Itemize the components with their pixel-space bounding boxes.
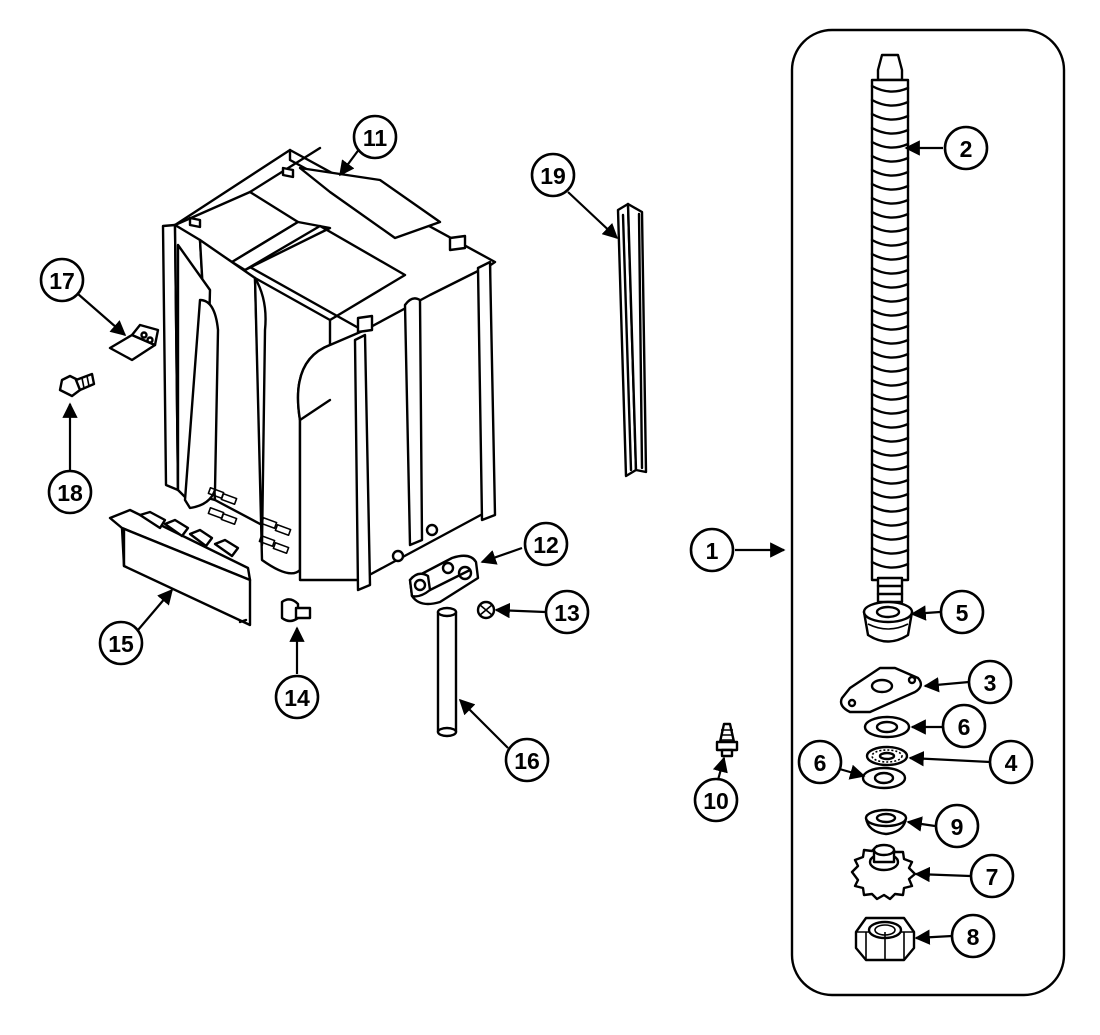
svg-text:15: 15 [108,631,134,657]
callout-19: 19 [530,152,576,198]
bearing-part [862,600,914,643]
callout-18: 18 [47,469,93,515]
callout-14: 14 [274,674,320,720]
drive-rod [436,606,458,738]
leader-lines [62,140,991,945]
svg-text:4: 4 [1005,750,1018,776]
callout-8: 8 [950,913,996,959]
screw-eighteen [58,372,96,398]
bracket-plate [839,666,923,714]
svg-text:6: 6 [958,714,971,740]
callout-17: 17 [39,257,85,303]
cup-spacer [864,808,908,836]
callout-3: 3 [967,659,1013,705]
callout-11: 11 [352,114,398,160]
callout-6-lower: 6 [797,739,843,785]
callout-6-upper: 6 [941,703,987,749]
screw-fourteen [280,598,312,623]
auger-housing [161,146,497,592]
svg-text:10: 10 [703,788,729,814]
svg-text:9: 9 [951,814,964,840]
callout-2: 2 [943,125,989,171]
hex-nut [854,916,916,962]
callout-15: 15 [98,620,144,666]
svg-text:6: 6 [814,750,827,776]
svg-text:8: 8 [967,924,980,950]
callout-5: 5 [939,589,985,635]
auger-assembly-frame [790,28,1066,997]
callout-10: 10 [693,777,739,823]
auger-shaft [870,53,910,604]
screw-ten [715,722,739,758]
callout-4: 4 [988,739,1034,785]
svg-text:18: 18 [57,480,83,506]
sprocket-gear [850,843,917,901]
thrust-bearing [865,745,909,767]
small-nut [476,600,496,620]
callout-1: 1 [689,527,735,573]
svg-text:7: 7 [986,864,999,890]
svg-text:2: 2 [960,136,973,162]
callout-13: 13 [544,589,590,635]
channel-bracket [108,508,252,627]
svg-text:19: 19 [540,163,566,189]
seal-strip [616,202,648,478]
coupling-block [408,554,480,606]
callout-7: 7 [969,853,1015,899]
svg-text:13: 13 [554,600,580,626]
svg-text:5: 5 [956,600,969,626]
washer-upper [863,715,911,739]
callout-9: 9 [934,803,980,849]
svg-text:3: 3 [984,670,997,696]
callout-16: 16 [504,737,550,783]
svg-text:16: 16 [514,748,540,774]
svg-text:14: 14 [284,685,310,711]
svg-text:17: 17 [49,268,75,294]
svg-text:12: 12 [533,532,559,558]
washer-lower [861,766,907,790]
svg-text:1: 1 [706,538,719,564]
small-bracket [108,323,160,362]
svg-text:11: 11 [363,125,388,151]
callout-12: 12 [523,521,569,567]
